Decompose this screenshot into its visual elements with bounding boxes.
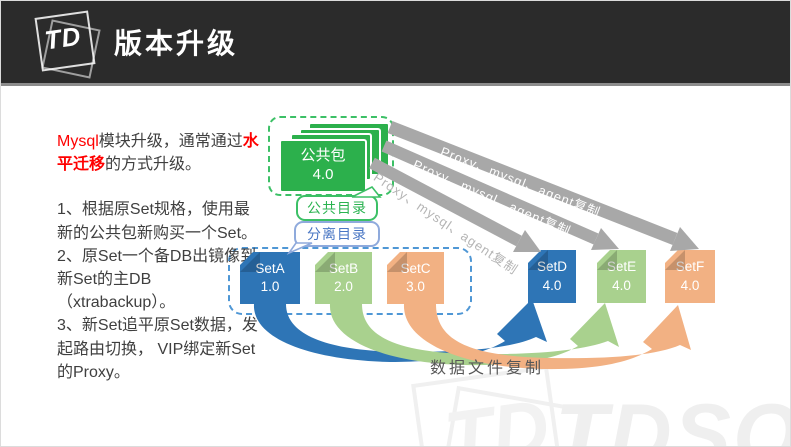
td-logo: TD bbox=[30, 8, 101, 79]
page-title: 版本升级 bbox=[114, 27, 239, 59]
intro-highlight-mysql: Mysql bbox=[57, 133, 99, 150]
explanation-text: Mysql模块升级，通常通过水平迁移的方式升级。 1、根据原Set规格，使用最新… bbox=[57, 130, 261, 384]
set-version: 2.0 bbox=[334, 279, 353, 294]
set-card-d: SetD 4.0 bbox=[528, 250, 576, 303]
package-version: 4.0 bbox=[312, 166, 334, 183]
set-name: SetC bbox=[400, 260, 431, 276]
copy-arrowhead-setd bbox=[513, 230, 541, 252]
step-2: 2、原Set一个备DB出镜像到新Set的主DB（xtrabackup）。 bbox=[57, 247, 257, 312]
set-name: SetE bbox=[606, 259, 637, 275]
copy-arrowhead-sete bbox=[591, 228, 619, 250]
set-version: 4.0 bbox=[680, 277, 700, 293]
data-copy-label: 数据文件复制 bbox=[430, 360, 545, 377]
separate-dir-label: 分离目录 bbox=[294, 221, 380, 247]
package-name: 公共包 bbox=[300, 147, 346, 165]
common-dir-label: 公共目录 bbox=[296, 195, 378, 221]
set-card-b: SetB 2.0 bbox=[315, 252, 372, 304]
set-version: 4.0 bbox=[612, 277, 631, 293]
set-card-c: SetC 3.0 bbox=[387, 252, 444, 304]
package-card-front: 公共包 4.0 bbox=[279, 139, 367, 193]
step-1: 1、根据原Set规格，使用最新的公共包新购买一个Set。 bbox=[57, 201, 258, 242]
set-card-f: SetF 4.0 bbox=[665, 250, 715, 303]
intro-part2: 模块升级，通常通过 bbox=[98, 133, 243, 150]
set-name: SetA bbox=[255, 260, 285, 276]
copy-arrowhead-setf bbox=[670, 227, 699, 251]
set-version: 4.0 bbox=[542, 277, 562, 293]
intro-paragraph: Mysql模块升级，通常通过水平迁移的方式升级。 bbox=[57, 130, 261, 176]
set-card-e: SetE 4.0 bbox=[597, 250, 646, 303]
set-name: SetD bbox=[536, 259, 567, 275]
watermark-brand: TDSQL bbox=[555, 387, 791, 447]
header: TD 版本升级 bbox=[0, 0, 791, 86]
set-name: SetF bbox=[675, 259, 705, 275]
set-name: SetB bbox=[328, 260, 359, 276]
intro-part4: 的方式升级。 bbox=[105, 156, 202, 174]
watermark: TD TDSQL bbox=[390, 368, 791, 447]
intro-highlight-migration: 水平迁移 bbox=[57, 133, 259, 174]
set-version: 1.0 bbox=[260, 279, 280, 294]
set-version: 3.0 bbox=[406, 279, 425, 294]
step-3: 3、新Set追平原Set数据，发起路由切换， VIP绑定新Set的Proxy。 bbox=[57, 317, 258, 381]
set-card-a: SetA 1.0 bbox=[240, 252, 300, 304]
logo-text: TD bbox=[42, 19, 84, 55]
